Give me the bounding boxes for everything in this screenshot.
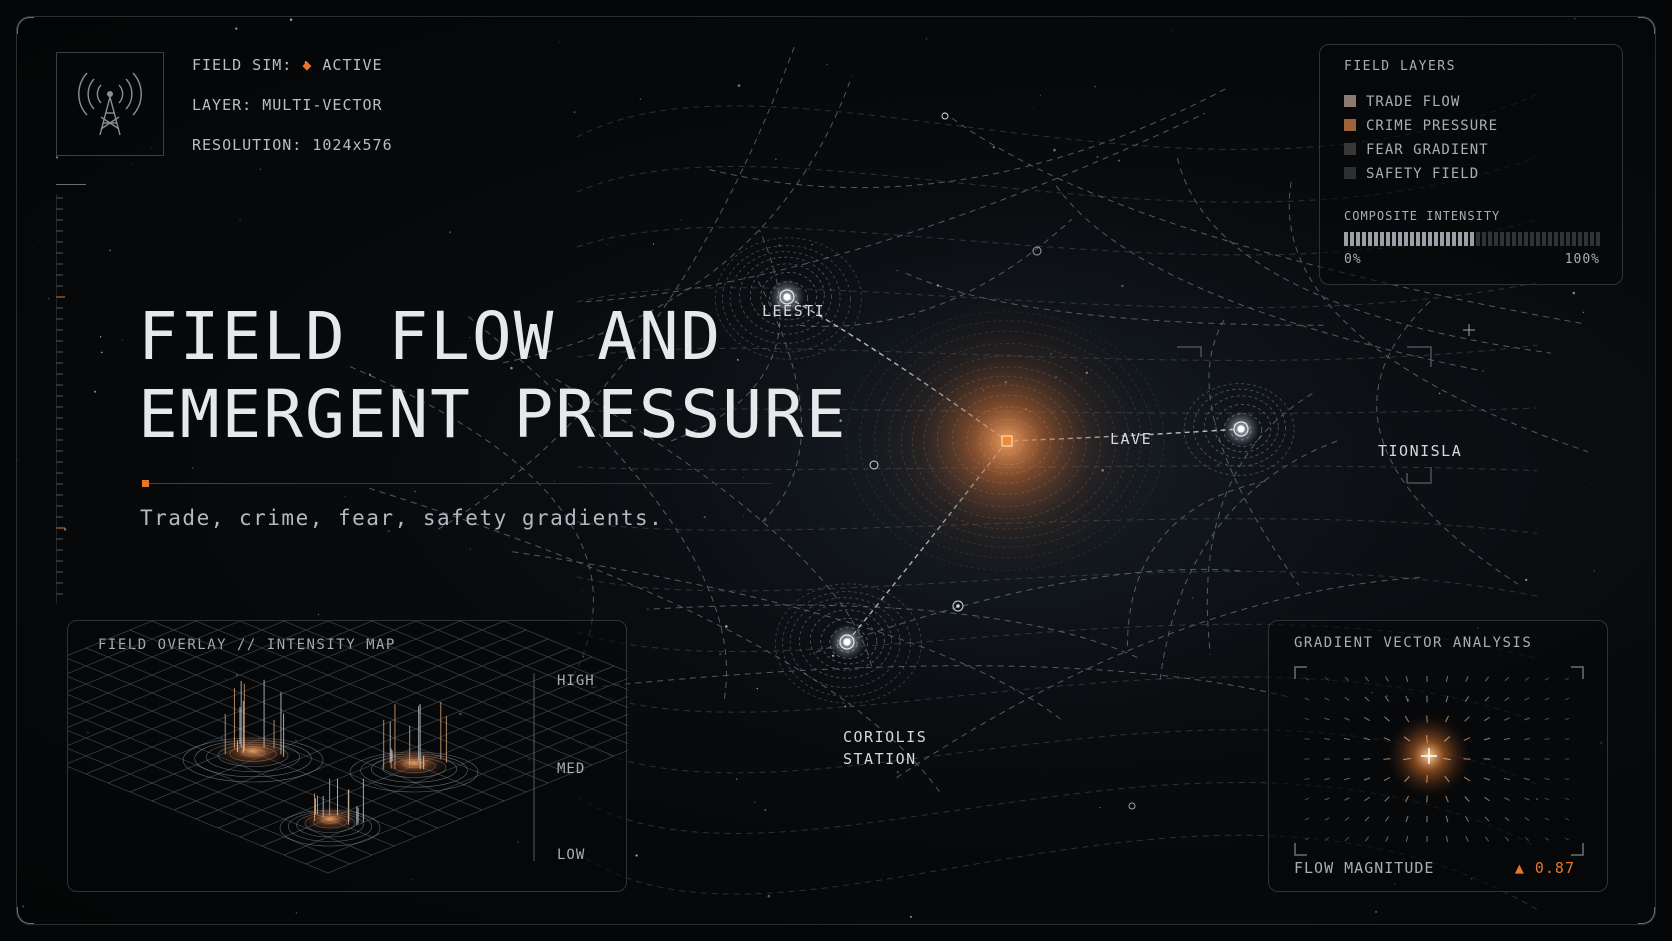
vector-field-grid: [1294, 666, 1584, 856]
scale-high-label: HIGH: [557, 673, 595, 689]
intensity-min-label: 0%: [1344, 252, 1362, 267]
swatch-trade-flow: [1344, 95, 1356, 107]
node-label-tionisla[interactable]: TIONISLA: [1378, 442, 1463, 460]
field-layers-title: FIELD LAYERS: [1344, 59, 1456, 74]
side-ruler: [56, 184, 86, 604]
gradient-vector-panel: GRADIENT VECTOR ANALYSIS FLOW MAGNITUDE …: [1268, 620, 1608, 892]
flow-magnitude-label: FLOW MAGNITUDE: [1294, 859, 1435, 877]
radio-tower-icon: [78, 72, 142, 136]
title-divider: [142, 483, 772, 484]
node-label-leesti[interactable]: LEESTI: [762, 302, 826, 320]
field-sim-status: FIELD SIM: ◆ ACTIVE: [192, 56, 383, 74]
title-line-1: FIELD FLOW AND: [138, 298, 723, 375]
divider-accent: [142, 480, 149, 487]
resolution-status: RESOLUTION: 1024x576: [192, 136, 393, 154]
layer-item-trade-flow[interactable]: TRADE FLOW: [1344, 94, 1460, 110]
field-sim-value: ACTIVE: [322, 56, 383, 74]
page-subtitle: Trade, crime, fear, safety gradients.: [140, 506, 664, 530]
layer-item-fear-gradient[interactable]: FEAR GRADIENT: [1344, 142, 1489, 158]
intensity-map-terrain: [68, 621, 628, 874]
active-dot-icon: ◆: [302, 56, 313, 74]
scale-low-label: LOW: [557, 847, 586, 863]
layer-item-crime-pressure[interactable]: CRIME PRESSURE: [1344, 118, 1498, 134]
flow-magnitude-value: ▲ 0.87: [1514, 859, 1575, 877]
node-label-station[interactable]: STATION: [843, 750, 917, 768]
gradient-vector-title: GRADIENT VECTOR ANALYSIS: [1294, 635, 1533, 651]
layer-status: LAYER: MULTI-VECTOR: [192, 96, 383, 114]
swatch-safety-field: [1344, 167, 1356, 179]
swatch-fear-gradient: [1344, 143, 1356, 155]
intensity-max-label: 100%: [1564, 252, 1600, 267]
composite-intensity-label: COMPOSITE INTENSITY: [1344, 209, 1501, 223]
field-sim-label: FIELD SIM:: [192, 56, 293, 74]
title-line-2: EMERGENT PRESSURE: [138, 376, 848, 453]
field-layers-panel: FIELD LAYERS TRADE FLOW CRIME PRESSURE F…: [1319, 44, 1623, 285]
node-label-lave[interactable]: LAVE: [1110, 430, 1153, 448]
swatch-crime-pressure: [1344, 119, 1356, 131]
layer-item-safety-field[interactable]: SAFETY FIELD: [1344, 166, 1479, 182]
composite-intensity-bar: [1344, 232, 1600, 246]
tower-icon-box: [56, 52, 164, 156]
node-label-coriolis[interactable]: CORIOLIS: [843, 728, 928, 746]
field-overlay-panel: FIELD OVERLAY // INTENSITY MAP HIGH MED …: [67, 620, 628, 892]
node-lave[interactable]: [1001, 435, 1013, 447]
page-title: FIELD FLOW AND EMERGENT PRESSURE: [138, 298, 848, 454]
scale-med-label: MED: [557, 761, 586, 777]
field-flow-map: [17, 18, 1606, 918]
up-triangle-icon: ▲: [1514, 859, 1525, 877]
